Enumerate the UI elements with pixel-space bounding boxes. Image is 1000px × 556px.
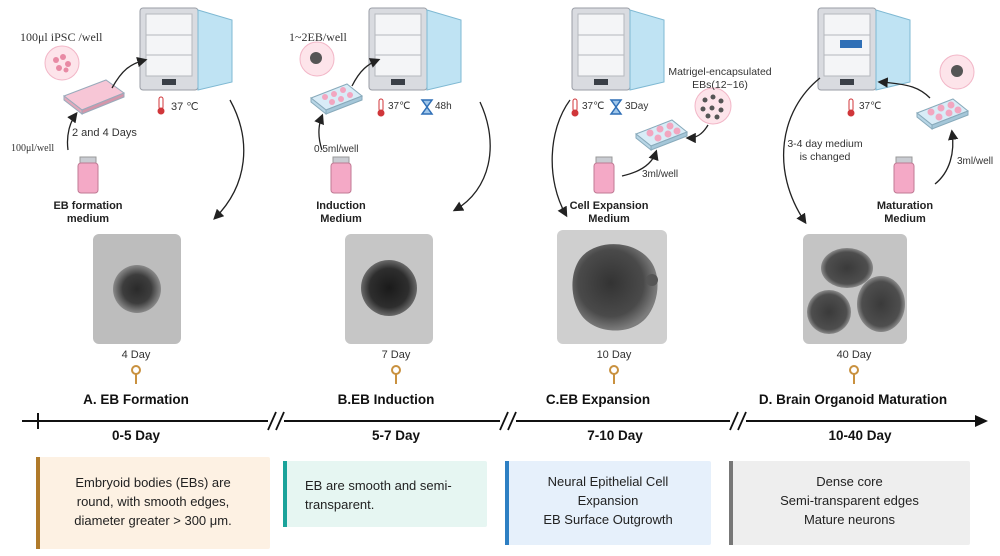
- day-label-b: 7 Day: [381, 349, 411, 361]
- incubator-d-icon: [817, 7, 911, 91]
- feed-label-d: 3ml/well: [957, 156, 994, 167]
- arrow-c-medium-to-plate: [621, 149, 659, 177]
- ipsc-cells-icon: [44, 45, 80, 81]
- arrow-c-incubator-to-eb: [551, 99, 571, 218]
- seed-label-a: 100μl iPSC /well: [20, 30, 103, 44]
- process-arrows: [66, 56, 959, 225]
- duration-label-b: 48h: [435, 101, 452, 112]
- description-line: transparent.: [305, 497, 375, 512]
- medium-tube-a-icon: [77, 156, 99, 194]
- temp-label-c: 37℃: [582, 101, 605, 112]
- timeline-pins: [131, 365, 859, 384]
- description-bar-d: [729, 461, 733, 545]
- description-line: round, with smooth edges,: [76, 494, 230, 509]
- hourglass-c-icon: [609, 99, 623, 115]
- well-plate-b-icon: [310, 83, 363, 116]
- day-label-c: 10 Day: [596, 349, 632, 361]
- micrograph-b: [345, 234, 433, 344]
- thermometer-a-icon: [157, 96, 165, 115]
- description-line: EB Surface Outgrowth: [543, 512, 673, 527]
- incubator-c-icon: [571, 7, 665, 91]
- stage-title-c: C.EB Expansion: [545, 392, 651, 407]
- description-box-b: EB are smooth and semi- transparent.: [283, 461, 487, 527]
- description-line: Mature neurons: [803, 512, 896, 527]
- medium-tube-c-icon: [593, 156, 615, 194]
- micrograph-a: [93, 234, 181, 344]
- seed-label-b: 1~2EB/well: [289, 30, 347, 44]
- axis-break-2: [499, 410, 517, 432]
- cycle-label-a: 2 and 4 Days: [72, 127, 137, 139]
- thermometer-b-icon: [377, 98, 385, 117]
- temp-label-b: 37℃: [388, 101, 411, 112]
- description-box-c: Neural Epithelial Cell Expansion EB Surf…: [505, 461, 711, 545]
- arrow-b-incubator-to-eb: [452, 101, 491, 212]
- arrow-b-medium-to-plate: [314, 113, 324, 151]
- axis-break-1: [267, 410, 285, 432]
- stage-title-a: A. EB Formation: [83, 392, 189, 407]
- axis-break-3: [729, 410, 747, 432]
- description-box-d: Dense core Semi-transparent edges Mature…: [729, 461, 970, 545]
- organoid-bubble-icon: [939, 54, 975, 90]
- description-line: Semi-transparent edges: [780, 493, 919, 508]
- arrow-a-medium-to-plate: [66, 111, 78, 151]
- description-line: EB are smooth and semi-: [305, 478, 452, 493]
- well-plate-d-icon: [916, 98, 969, 131]
- well-plate-a-icon: [62, 79, 126, 116]
- arrow-d-plate-to-incubator: [877, 77, 931, 99]
- arrow-b-plate-to-incubator: [351, 58, 381, 87]
- timeline-axis: [22, 410, 988, 432]
- incubator-b-icon: [368, 7, 462, 91]
- arrow-d-incubator-to-eb: [782, 77, 821, 225]
- thermometer-c-icon: [571, 98, 579, 117]
- description-line: Neural Epithelial Cell: [547, 474, 669, 489]
- arrow-d-medium-to-plate: [934, 129, 959, 185]
- thermometer-d-icon: [847, 98, 855, 117]
- description-line: Expansion: [577, 493, 639, 508]
- day-label-a: 4 Day: [121, 349, 151, 361]
- day-label-d: 40 Day: [836, 349, 872, 361]
- description-line: Dense core: [816, 474, 883, 489]
- description-bar-c: [505, 461, 509, 545]
- temp-label-a: 37 ℃: [171, 101, 199, 113]
- description-bar-a: [36, 457, 40, 549]
- feed-label-a: 100μl/well: [11, 143, 55, 154]
- incubator-a-icon: [139, 7, 233, 91]
- feed-label-c: 3ml/well: [642, 169, 679, 180]
- period-b: 5-7 Day: [371, 428, 421, 443]
- feed-label-b: 0.5ml/well: [314, 144, 359, 155]
- period-d: 10-40 Day: [828, 428, 892, 443]
- description-line: Embryoid bodies (EBs) are: [75, 475, 231, 490]
- stage-title-b: B.EB Induction: [337, 392, 435, 407]
- medium-tube-d-icon: [893, 156, 915, 194]
- stage-title-d: D. Brain Organoid Maturation: [758, 392, 948, 407]
- hourglass-b-icon: [420, 99, 434, 115]
- period-c: 7-10 Day: [587, 428, 643, 443]
- micrograph-d: [803, 234, 907, 344]
- description-line: diameter greater > 300 μm.: [74, 513, 232, 528]
- duration-label-c: 3Day: [625, 101, 649, 112]
- matrigel-ebs-icon: [694, 87, 732, 125]
- pin-d: [849, 365, 859, 375]
- arrow-a-plate-to-incubator: [111, 56, 148, 89]
- single-eb-icon: [299, 41, 335, 77]
- micrograph-c: [557, 230, 667, 344]
- description-bar-b: [283, 461, 287, 527]
- arrow-c-matrigel-to-plate: [685, 124, 709, 144]
- pin-c: [609, 365, 619, 375]
- arrow-a-incubator-to-eb: [213, 99, 245, 220]
- pin-b: [391, 365, 401, 375]
- temp-label-d: 37℃: [859, 101, 882, 112]
- pin-a: [131, 365, 141, 375]
- description-box-a: Embryoid bodies (EBs) are round, with sm…: [36, 457, 270, 549]
- medium-tube-b-icon: [330, 156, 352, 194]
- well-plate-c-icon: [635, 119, 688, 152]
- period-a: 0-5 Day: [111, 428, 161, 443]
